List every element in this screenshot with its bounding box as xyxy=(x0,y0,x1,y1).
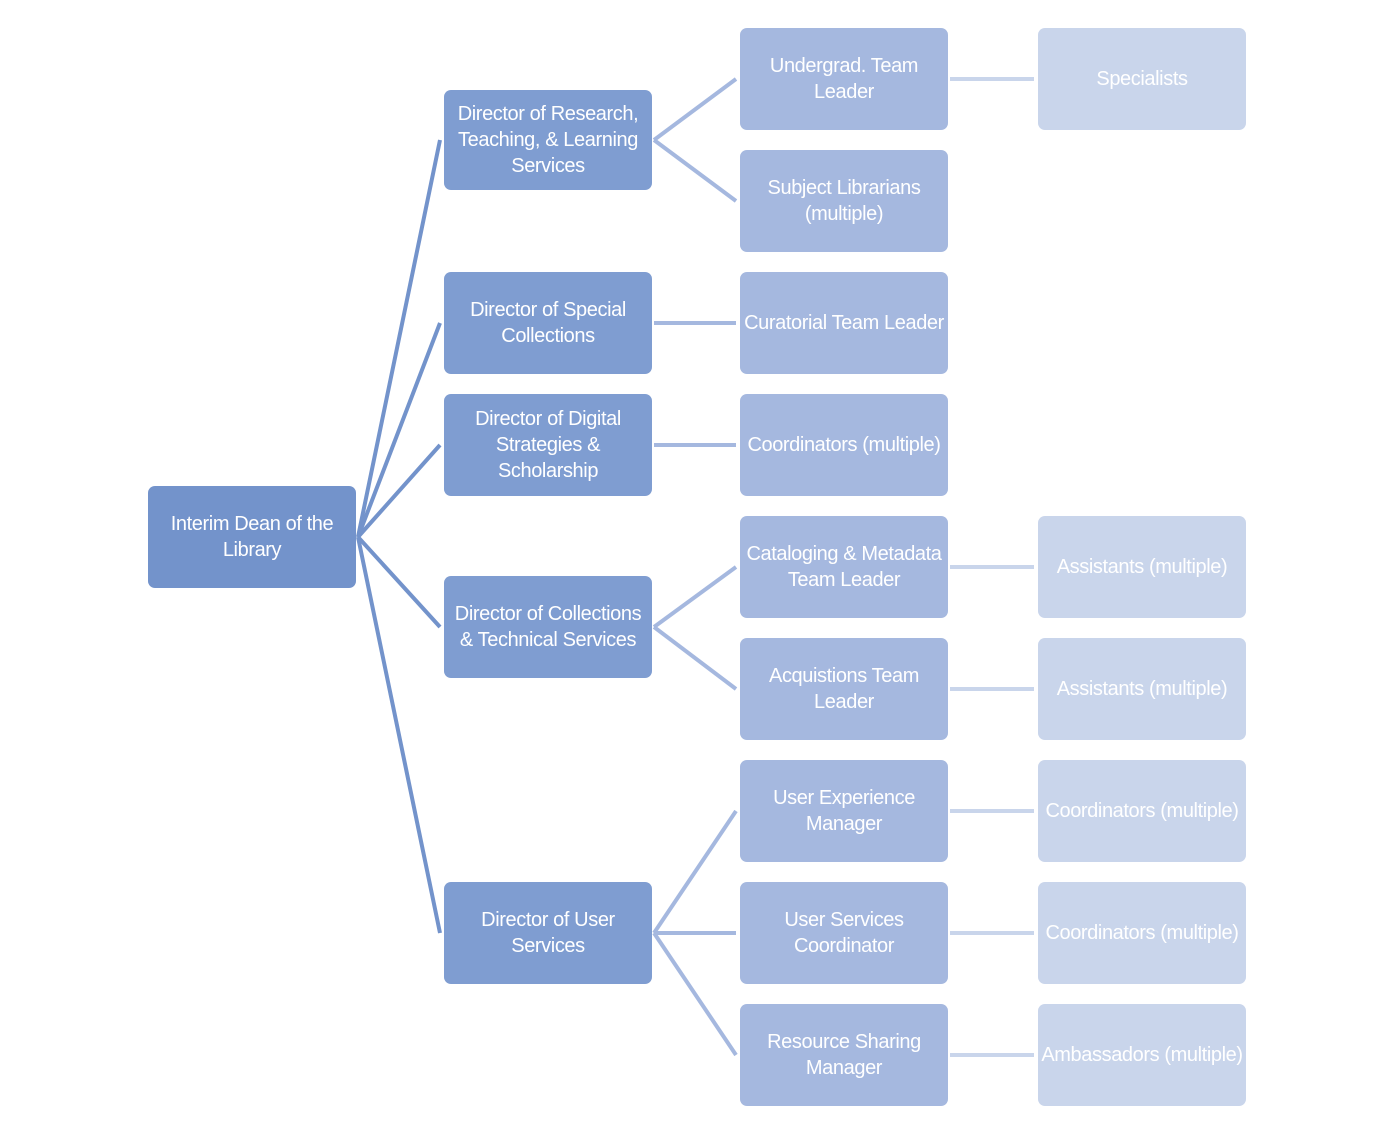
node-director-research-teaching-learning[interactable]: Director of Research, Teaching, & Learni… xyxy=(444,90,652,190)
connector-line xyxy=(652,931,738,1057)
node-acquisitions-assistants[interactable]: Assistants (multiple) xyxy=(1038,638,1246,740)
connector-line xyxy=(652,625,738,691)
node-director-digital-strategies[interactable]: Director of Digital Strategies & Scholar… xyxy=(444,394,652,496)
node-specialists[interactable]: Specialists xyxy=(1038,28,1246,130)
node-director-collections-technical[interactable]: Director of Collections & Technical Serv… xyxy=(444,576,652,678)
node-director-user-services[interactable]: Director of User Services xyxy=(444,882,652,984)
node-coordinators-digital[interactable]: Coordinators (multiple) xyxy=(740,394,948,496)
node-acquisitions-team-leader[interactable]: Acquistions Team Leader xyxy=(740,638,948,740)
connector-line xyxy=(356,443,442,539)
connector-line xyxy=(652,809,738,935)
node-resource-sharing-manager[interactable]: Resource Sharing Manager xyxy=(740,1004,948,1106)
node-subject-librarians[interactable]: Subject Librarians (multiple) xyxy=(740,150,948,252)
node-curatorial-team-leader[interactable]: Curatorial Team Leader xyxy=(740,272,948,374)
connector-group xyxy=(356,77,1034,1057)
connector-line xyxy=(356,536,442,934)
connector-line xyxy=(356,322,442,538)
node-undergrad-team-leader[interactable]: Undergrad. Team Leader xyxy=(740,28,948,130)
node-cataloging-metadata-leader[interactable]: Cataloging & Metadata Team Leader xyxy=(740,516,948,618)
connector-line xyxy=(652,138,738,203)
node-user-experience-manager[interactable]: User Experience Manager xyxy=(740,760,948,862)
node-interim-dean[interactable]: Interim Dean of the Library xyxy=(148,486,356,588)
node-director-special-collections[interactable]: Director of Special Collections xyxy=(444,272,652,374)
node-ux-coordinators[interactable]: Coordinators (multiple) xyxy=(1038,760,1246,862)
node-ambassadors[interactable]: Ambassadors (multiple) xyxy=(1038,1004,1246,1106)
node-user-services-coordinators[interactable]: Coordinators (multiple) xyxy=(1038,882,1246,984)
node-user-services-coordinator[interactable]: User Services Coordinator xyxy=(740,882,948,984)
connector-line xyxy=(356,535,442,629)
node-cataloging-assistants[interactable]: Assistants (multiple) xyxy=(1038,516,1246,618)
connector-line xyxy=(652,565,738,629)
connector-line xyxy=(652,77,738,142)
connector-line xyxy=(356,139,442,538)
